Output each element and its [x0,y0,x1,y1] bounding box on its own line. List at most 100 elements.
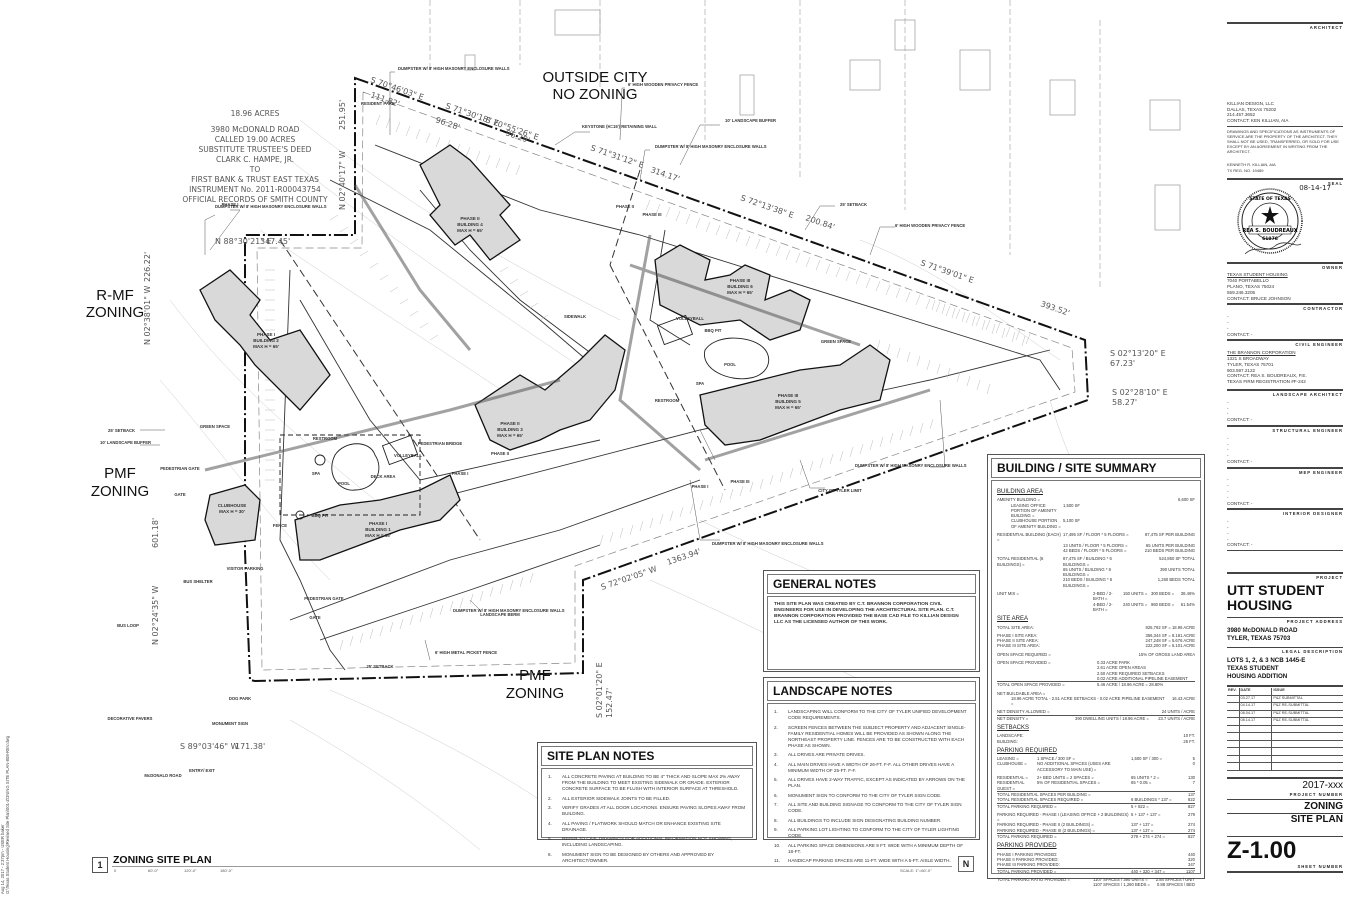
adjacent-houses [464,9,1181,231]
svg-text:DUMPSTER W/ 8' HIGH MASONRY EN: DUMPSTER W/ 8' HIGH MASONRY ENCLOSURE WA… [655,144,767,149]
svg-text:MAX H = 30': MAX H = 30' [219,509,245,514]
svg-text:6' HIGH METAL PICKET FENCE: 6' HIGH METAL PICKET FENCE [435,650,497,655]
svg-text:DUMPSTER W/ 8' HIGH MASONRY EN: DUMPSTER W/ 8' HIGH MASONRY ENCLOSURE WA… [398,66,510,71]
landscape-architect-section: LANDSCAPE ARCHITECT - - - CONTACT: - [1227,388,1343,423]
svg-text:KEYSTONE (H=15') RETAINING WAL: KEYSTONE (H=15') RETAINING WALL [582,124,657,129]
svg-text:MAX H = 65': MAX H = 65' [365,533,391,538]
view-title: 1 ZONING SITE PLAN [92,854,212,873]
sheet-title-section: ZONING SITE PLAN [1227,799,1343,826]
pmf-zoning-west-label: PMF [104,465,136,482]
view-title-rule [112,866,952,867]
summary-title: BUILDING / SITE SUMMARY [991,458,1201,478]
building-1-footprint [294,474,461,561]
svg-text:171.38': 171.38' [235,742,265,751]
legal-description-section: LEGAL DESCRIPTION LOTS 1, 2, & 3 NCB 144… [1227,646,1343,680]
svg-text:TO: TO [249,165,261,174]
svg-text:SPA: SPA [312,471,320,476]
contractor-section: CONTRACTOR - - - CONTACT: - [1227,303,1343,337]
callout-leaders [140,71,946,661]
svg-text:RESTROOM: RESTROOM [655,398,680,403]
svg-text:ZONING: ZONING [506,685,564,702]
site-plan-notes-list: 1.ALL CONCRETE PAVING AT BUILDING TO BE … [548,774,746,864]
pool-outline-2 [704,337,770,380]
svg-text:ENTRY/ EXIT: ENTRY/ EXIT [189,768,215,773]
svg-text:STATE OF TEXAS: STATE OF TEXAS [1249,196,1291,202]
svg-text:PHASE I: PHASE I [369,521,387,526]
architect-section: ARCHITECT KILLIAN DESIGN, LLC DALLAS, TE… [1227,22,1343,174]
zoning-labels: OUTSIDE CITY NO ZONING R-MF ZONING PMF Z… [86,69,648,702]
svg-text:152.47': 152.47' [605,688,614,718]
svg-text:S 89°03'46" W: S 89°03'46" W [180,742,239,751]
parking-provided-heading: PARKING PROVIDED [997,843,1057,850]
civil-engineer-section: CIVIL ENGINEER THE BRANNON CORPORATION 1… [1227,339,1343,385]
svg-text:6' HIGH WOODEN PRIVACY FENCE: 6' HIGH WOODEN PRIVACY FENCE [628,82,698,87]
svg-text:N 02°40'17" W: N 02°40'17" W [338,151,347,210]
svg-text:DUMPSTER W/ 8' HIGH MASONRY EN: DUMPSTER W/ 8' HIGH MASONRY ENCLOSURE WA… [215,204,327,209]
svg-text:DECORATIVE PAVERS: DECORATIVE PAVERS [108,716,153,721]
project-address-section: PROJECT ADDRESS 3980 McDONALD ROAD TYLER… [1227,617,1343,642]
svg-text:SPA: SPA [696,381,704,386]
project-number-section: 2017-xxx PROJECT NUMBER [1227,776,1343,798]
north-arrow-icon: N [958,856,974,872]
svg-text:S 72°13'38" E: S 72°13'38" E [739,193,795,220]
project-name: UTT STUDENT [1227,582,1325,599]
svg-text:CLUBHOUSE: CLUBHOUSE [218,503,247,508]
clubhouse-footprint [204,484,261,546]
svg-text:PHASE I: PHASE I [452,471,469,476]
landscape-note: 2.SCREEN FENCES BETWEEN THE SUBJECT PROP… [774,724,966,748]
general-notes-text: THIS SITE PLAN WAS CREATED BY C.T. BRANN… [774,602,959,625]
svg-text:RESTROOM: RESTROOM [313,436,338,441]
view-number: 1 [92,857,108,873]
callout-text: DUMPSTER W/ 8' HIGH MASONRY ENCLOSURE WA… [100,66,967,655]
svg-text:N 02°24'35" W: N 02°24'35" W [151,586,160,645]
svg-text:DOG PARK: DOG PARK [229,696,251,701]
svg-text:58.27': 58.27' [1112,398,1137,407]
svg-text:BUILDING 2: BUILDING 2 [253,338,279,343]
svg-text:PHASE I: PHASE I [692,484,709,489]
svg-text:INSTRUMENT No. 2011-R00043754: INSTRUMENT No. 2011-R00043754 [189,185,321,194]
landscape-note: 9.ALL PARKING LOT LIGHTING TO CONFORM TO… [774,827,960,838]
svg-text:NO ZONING: NO ZONING [553,86,638,103]
site-plan-note: 4.ALL PAVING / FLATWORK SHOULD MATCH OR … [548,820,721,832]
building-4-footprint [419,144,521,261]
svg-text:BUS SHELTER: BUS SHELTER [183,579,212,584]
interior-designer-section: INTERIOR DESIGNER - - - - CONTACT: - [1227,508,1343,548]
svg-text:226.22': 226.22' [143,252,152,282]
svg-text:CLARK C. HAMPE, JR.: CLARK C. HAMPE, JR. [216,155,294,164]
volleyball-court-2 [656,314,694,346]
view-name: ZONING SITE PLAN [113,854,212,866]
svg-text:VOLLEYBALL: VOLLEYBALL [394,453,422,458]
svg-text:MAX H = 65': MAX H = 65' [497,433,523,438]
site-labels: RESIDENT PARK SIDEWALK VOLLEYBALL BBQ PI… [108,101,863,778]
pool-outline [331,443,380,491]
deed-block: 18.96 ACRES 3980 McDONALD ROAD CALLED 19… [182,109,328,204]
svg-text:ZONING: ZONING [91,483,149,500]
svg-text:PEDESTRIAN BRIDGE: PEDESTRIAN BRIDGE [418,441,463,446]
svg-text:S 02°01'20" E: S 02°01'20" E [595,662,604,718]
svg-text:347.45': 347.45' [260,237,290,246]
svg-text:BUILDING 4: BUILDING 4 [457,222,483,227]
svg-text:GATE: GATE [309,615,321,620]
svg-text:61976: 61976 [1262,236,1278,242]
svg-text:GREEN SPACE: GREEN SPACE [821,339,851,344]
landscape-notes-list: 1.LANDSCAPING WILL CONFORM TO THE CITY O… [774,709,969,864]
landscape-note: 7.ALL SITE AND BUILDING SIGNAGE TO CONFO… [774,802,962,813]
svg-text:PHASE I: PHASE I [257,332,275,337]
svg-text:S 72°02'05" W: S 72°02'05" W [600,564,658,592]
building-site-summary: BUILDING / SITE SUMMARY BUILDING AREA AM… [987,454,1205,887]
svg-text:S 02°13'20" E: S 02°13'20" E [1110,349,1166,358]
landscape-note: 5.ALL DRIVES HAVE 2-WAY TRAFFIC, EXCEPT … [774,777,965,788]
sidewalks [204,184,931,472]
building-area-heading: BUILDING AREA [997,489,1044,495]
svg-text:MAX H = 65': MAX H = 65' [457,228,483,233]
svg-text:GATE: GATE [174,492,186,497]
svg-text:BBQ PIT: BBQ PIT [312,513,329,518]
property-boundary [244,76,1090,683]
svg-text:PEDESTRIAN GATE: PEDESTRIAN GATE [160,466,200,471]
sheet-number: Z-1.00 [1227,837,1297,865]
amenities [279,314,770,520]
svg-text:96.28': 96.28' [434,115,461,132]
